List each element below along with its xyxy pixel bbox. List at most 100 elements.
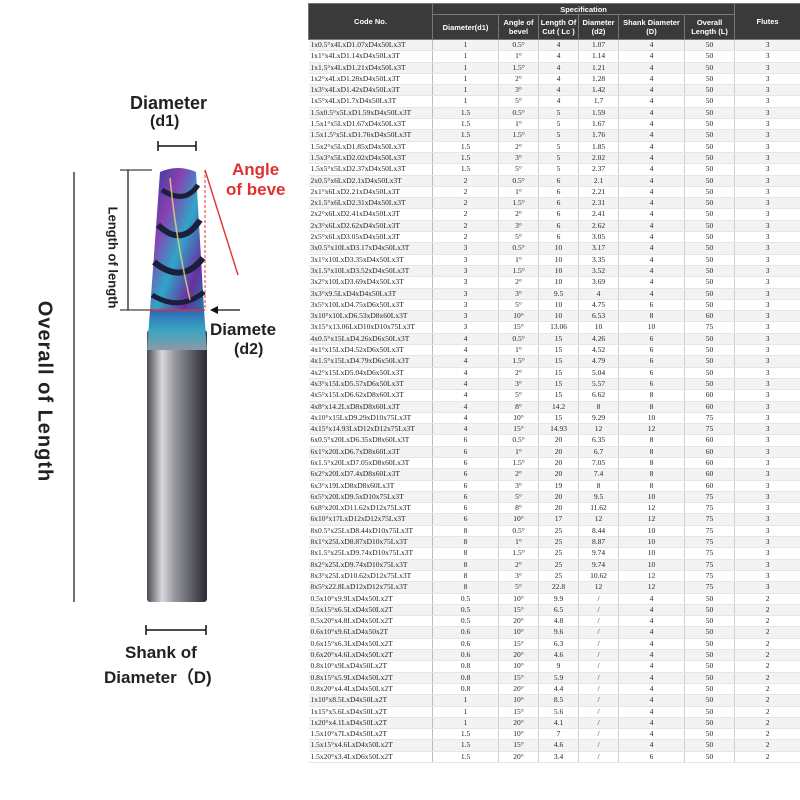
spec-cell: 5 bbox=[538, 129, 579, 142]
spec-cell: 6 bbox=[618, 751, 685, 764]
spec-cell: 4 bbox=[618, 220, 685, 233]
spec-cell: 3 bbox=[734, 231, 800, 244]
spec-cell: 4 bbox=[538, 62, 579, 74]
spec-cell: 3 bbox=[734, 321, 800, 334]
spec-cell: 13.06 bbox=[538, 321, 579, 334]
code-cell: 0.5x10°x9.9LxD4x50Lx2T bbox=[308, 593, 433, 605]
spec-cell: 50 bbox=[684, 694, 736, 707]
code-cell: 3x3°x9.5LxD4xD4x50Lx3T bbox=[308, 288, 433, 300]
spec-cell: 15 bbox=[538, 344, 579, 357]
spec-cell: 6 bbox=[432, 446, 499, 458]
code-cell: 4x8°x14.2LxD8xD8x60Lx3T bbox=[308, 401, 433, 413]
code-cell: 4x2°x15LxD5.04xD6x50Lx3T bbox=[308, 367, 433, 379]
spec-cell: 10 bbox=[618, 321, 685, 334]
spec-cell: 75 bbox=[684, 581, 736, 594]
spec-cell: 3 bbox=[734, 355, 800, 368]
spec-cell: 50 bbox=[684, 129, 736, 142]
spec-cell: 1 bbox=[432, 717, 499, 730]
spec-cell: 20 bbox=[538, 502, 579, 515]
spec-cell: 3.35 bbox=[578, 254, 619, 266]
code-cell: 0.6x10°x9.6LxD4x50x2T bbox=[308, 626, 433, 639]
spec-cell: 3.17 bbox=[578, 242, 619, 255]
spec-cell: 1.76 bbox=[578, 129, 619, 142]
spec-cell: 20 bbox=[538, 434, 579, 447]
spec-cell: 50 bbox=[684, 683, 736, 696]
spec-cell: 2 bbox=[432, 231, 499, 244]
spec-cell: 3° bbox=[498, 480, 539, 492]
spec-cell: 6 bbox=[618, 344, 685, 357]
spec-cell: 4 bbox=[432, 344, 499, 357]
spec-cell: 1.5° bbox=[498, 197, 539, 210]
code-cell: 8x1°x25LxD8.87xD10x75Lx3T bbox=[308, 536, 433, 549]
code-cell: 0.8x20°x4.4LxD4x50Lx2T bbox=[308, 683, 433, 696]
spec-cell: 4.75 bbox=[578, 299, 619, 312]
spec-cell: 15 bbox=[538, 389, 579, 402]
spec-cell: 3° bbox=[498, 288, 539, 300]
spec-cell: 50 bbox=[684, 593, 736, 605]
spec-cell: 3 bbox=[734, 197, 800, 210]
spec-cell: 4 bbox=[618, 73, 685, 86]
spec-cell: 50 bbox=[684, 197, 736, 210]
spec-cell: 4.1 bbox=[538, 717, 579, 730]
spec-cell: 3 bbox=[734, 118, 800, 131]
spec-cell: 5.04 bbox=[578, 367, 619, 379]
code-cell: 1x5°x4LxD1.7xD4x50Lx3T bbox=[308, 95, 433, 108]
spec-cell: 1.5° bbox=[498, 457, 539, 470]
spec-cell: 1.85 bbox=[578, 141, 619, 153]
code-cell: 0.5x15°x6.5LxD4x50Lx2T bbox=[308, 604, 433, 617]
spec-cell: 6 bbox=[432, 480, 499, 492]
spec-cell: 75 bbox=[684, 502, 736, 515]
spec-cell: 1.5 bbox=[432, 118, 499, 131]
code-cell: 6x1°x20LxD6.7xD8x60Lx3T bbox=[308, 446, 433, 458]
spec-cell: 10.62 bbox=[578, 570, 619, 583]
code-cell: 3x2°x10LxD3.69xD4x50Lx3T bbox=[308, 276, 433, 289]
spec-cell: 2.31 bbox=[578, 197, 619, 210]
spec-cell: 6 bbox=[618, 299, 685, 312]
spec-cell: 4 bbox=[618, 683, 685, 696]
spec-cell: 50 bbox=[684, 208, 736, 221]
spec-cell: 50 bbox=[684, 615, 736, 628]
spec-cell: 4 bbox=[538, 73, 579, 86]
spec-cell: 75 bbox=[684, 525, 736, 538]
specification-table-container: Code No. Specification Flutes Diameter(d… bbox=[308, 3, 800, 764]
spec-cell: 1° bbox=[498, 344, 539, 357]
code-cell: 1.5x3°x5LxD2.02xD4x50Lx3T bbox=[308, 152, 433, 165]
spec-cell: 12 bbox=[618, 581, 685, 594]
spec-cell: 9.74 bbox=[578, 559, 619, 571]
spec-cell: 3 bbox=[734, 389, 800, 402]
spec-cell: 2.02 bbox=[578, 152, 619, 165]
spec-cell: 3 bbox=[734, 265, 800, 278]
spec-cell: 5° bbox=[498, 231, 539, 244]
spec-cell: 3 bbox=[432, 254, 499, 266]
spec-cell: 5 bbox=[538, 163, 579, 176]
spec-cell: 50 bbox=[684, 84, 736, 97]
spec-cell: 60 bbox=[684, 401, 736, 413]
spec-cell: 5.6 bbox=[538, 706, 579, 718]
spec-cell: 4 bbox=[618, 604, 685, 617]
spec-cell: 1.5 bbox=[432, 163, 499, 176]
spec-cell: 0.5° bbox=[498, 175, 539, 187]
spec-cell: / bbox=[578, 615, 619, 628]
spec-cell: 3 bbox=[734, 242, 800, 255]
spec-cell: 0.5° bbox=[498, 39, 539, 52]
header-shank-diameter: Shank Diameter (D) bbox=[618, 14, 685, 40]
spec-cell: 3 bbox=[432, 242, 499, 255]
spec-cell: 60 bbox=[684, 446, 736, 458]
spec-cell: 5° bbox=[498, 299, 539, 312]
spec-cell: 4 bbox=[618, 141, 685, 153]
spec-cell: 4 bbox=[618, 186, 685, 199]
code-cell: 0.6x15°x6.3LxD4x50Lx2T bbox=[308, 638, 433, 651]
spec-cell: 2 bbox=[734, 649, 800, 662]
spec-cell: 1.5 bbox=[432, 739, 499, 752]
spec-cell: 4 bbox=[618, 231, 685, 244]
code-cell: 6x1.5°x20LxD7.05xD8x60Lx3T bbox=[308, 457, 433, 470]
spec-cell: 15° bbox=[498, 638, 539, 651]
spec-cell: 4 bbox=[618, 95, 685, 108]
code-cell: 1.5x10°x7LxD4x50Lx2T bbox=[308, 728, 433, 741]
